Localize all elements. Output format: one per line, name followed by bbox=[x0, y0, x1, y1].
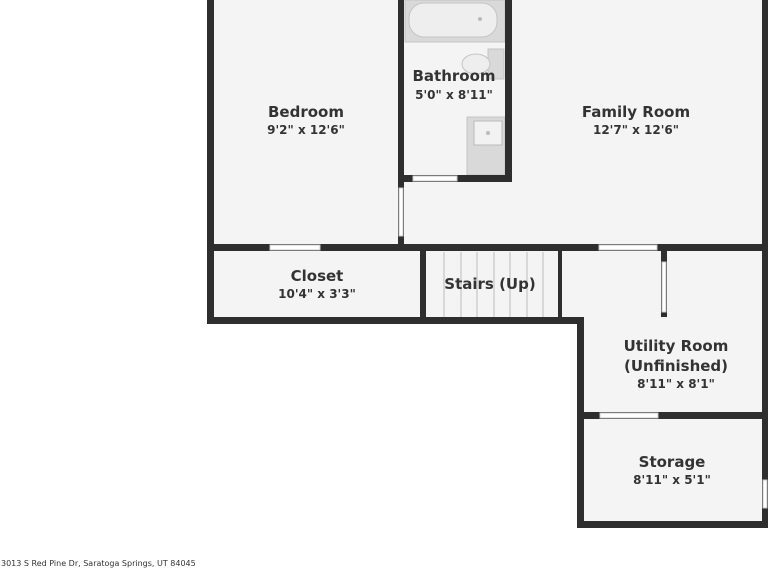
bathtub-drain bbox=[478, 17, 482, 21]
closet-label: Closet bbox=[291, 267, 344, 285]
closet-dimensions: 10'4" x 3'3" bbox=[278, 287, 356, 301]
closet-floor bbox=[214, 251, 420, 319]
stair-treads bbox=[443, 252, 544, 317]
door-openings bbox=[269, 175, 768, 509]
address-caption: 3013 S Red Pine Dr, Saratoga Springs, UT… bbox=[1, 559, 196, 568]
bathroom-label: Bathroom bbox=[412, 67, 495, 85]
bedroom-floor bbox=[214, 0, 400, 246]
bedroom-label: Bedroom bbox=[268, 103, 344, 121]
utility-room-label: Utility Room bbox=[624, 337, 729, 355]
storage-label: Storage bbox=[639, 453, 706, 471]
stairs-floor bbox=[426, 251, 560, 319]
bedroom-dimensions: 9'2" x 12'6" bbox=[267, 123, 345, 137]
storage-floor bbox=[584, 419, 762, 522]
stairs-label: Stairs (Up) bbox=[444, 275, 535, 293]
storage-dimensions: 8'11" x 5'1" bbox=[633, 473, 711, 487]
bathtub-basin bbox=[408, 2, 498, 38]
family-room-dimensions: 12'7" x 12'6" bbox=[593, 123, 679, 137]
utility-room-floor bbox=[584, 251, 762, 414]
toilet-bowl bbox=[461, 53, 491, 75]
sink-drain bbox=[486, 131, 490, 135]
utility-room-dimensions: 8'11" x 8'1" bbox=[637, 377, 715, 391]
utility-room-label-2: (Unfinished) bbox=[624, 357, 728, 375]
family-room-label: Family Room bbox=[582, 103, 690, 121]
bathroom-dimensions: 5'0" x 8'11" bbox=[415, 88, 493, 102]
